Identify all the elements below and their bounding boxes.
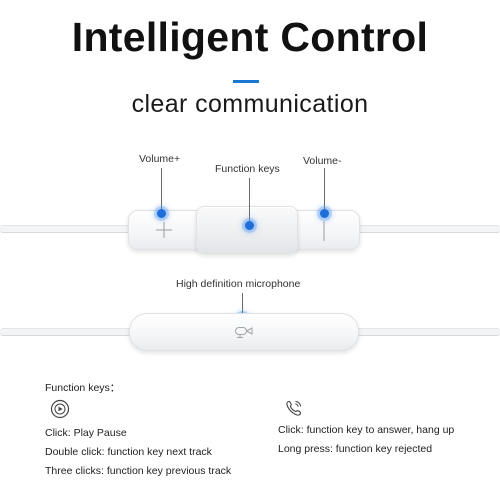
play-disc-icon <box>50 399 70 419</box>
left-cable-lower <box>0 328 133 336</box>
left-instruction-1: Click: Play Pause <box>45 427 127 439</box>
phone-call-icon <box>286 400 302 416</box>
volume-up-label: Volume+ <box>139 153 181 165</box>
right-cable-upper <box>355 225 500 233</box>
function-keys-leader <box>249 178 250 222</box>
function-keys-heading: Function keys： <box>45 382 121 394</box>
function-key-button[interactable] <box>196 206 298 254</box>
volume-down-button[interactable] <box>292 210 360 250</box>
volume-up-leader <box>161 168 162 212</box>
volume-down-marker <box>320 209 329 218</box>
minus-icon <box>323 221 325 241</box>
right-cable-lower <box>355 328 500 336</box>
right-instruction-2: Long press: function key rejected <box>278 443 433 455</box>
plus-icon <box>156 222 172 238</box>
volume-down-leader <box>324 168 325 212</box>
microphone-leader <box>242 293 243 317</box>
page-subtitle: clear communication <box>131 90 369 118</box>
function-keys-label: Function keys <box>215 163 280 175</box>
function-keys-marker <box>245 221 254 230</box>
volume-up-marker <box>157 209 166 218</box>
microphone-icon <box>235 327 253 338</box>
left-cable-upper <box>0 225 132 233</box>
page-title: Intelligent Control <box>71 14 429 60</box>
volume-down-label: Volume- <box>303 155 342 167</box>
microphone-body <box>129 313 359 351</box>
microphone-label: High definition microphone <box>176 278 301 290</box>
title-divider <box>233 80 259 83</box>
right-instruction-1: Click: function key to answer, hang up <box>278 424 455 436</box>
left-instruction-3: Three clicks: function key previous trac… <box>45 465 232 477</box>
left-instruction-2: Double click: function key next track <box>45 446 212 458</box>
